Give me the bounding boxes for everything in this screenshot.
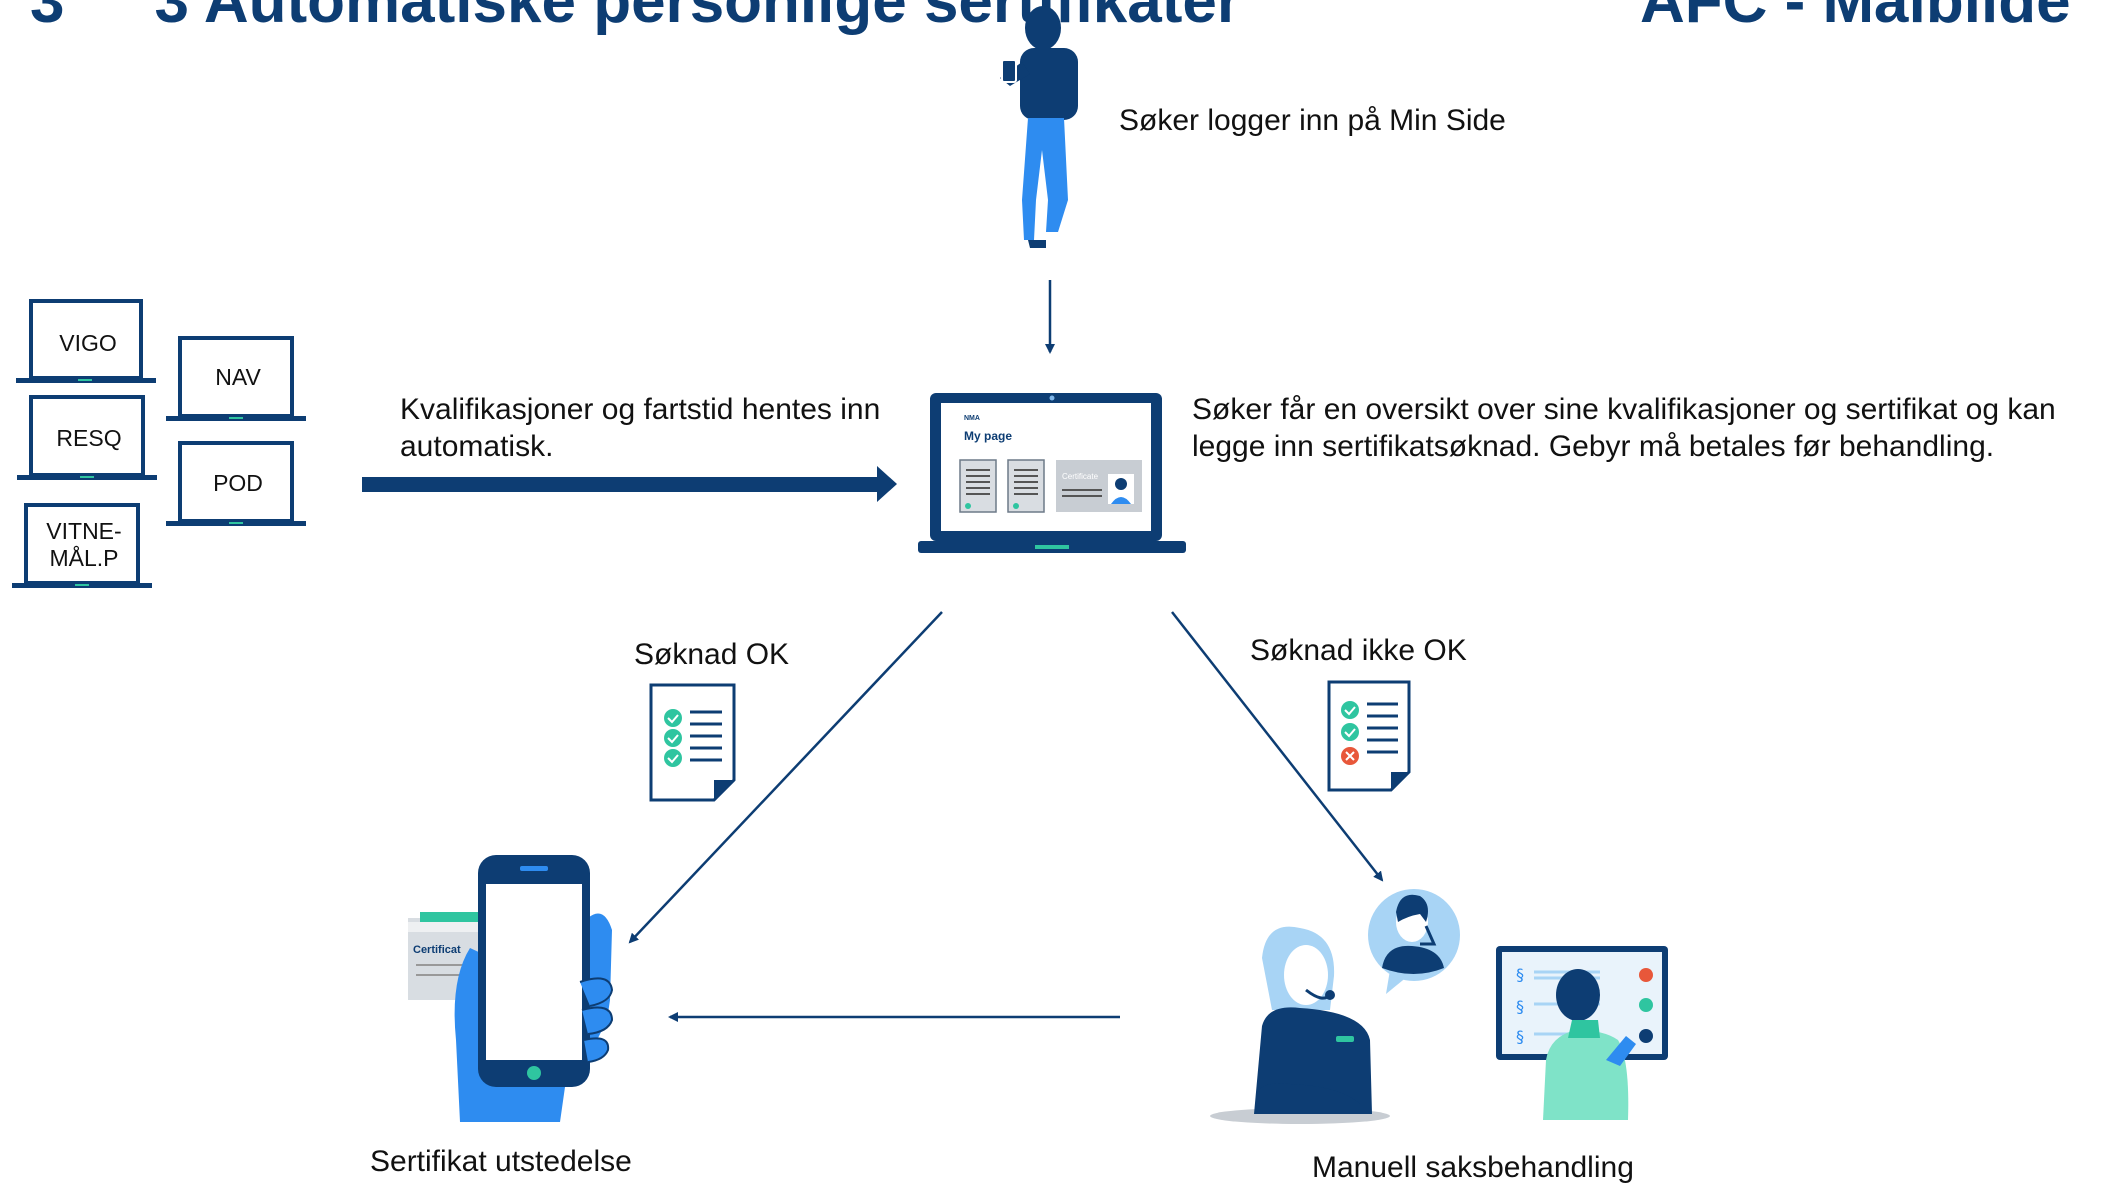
arrow-to-issue xyxy=(628,611,943,944)
arrow-fetch-shaft xyxy=(362,477,877,492)
label-issue: Sertifikat utstedelse xyxy=(370,1145,632,1178)
person-icon xyxy=(1000,6,1078,248)
source-label-pod: POD xyxy=(213,470,263,496)
laptop-my-page-icon xyxy=(918,393,1186,553)
laptop-icon-vitnemal xyxy=(12,503,152,588)
phone-card-label: Certificat xyxy=(413,944,461,956)
svg-text:§: § xyxy=(1516,965,1524,984)
arrow-to-manual xyxy=(1171,611,1384,882)
source-label-vigo: VIGO xyxy=(59,330,117,356)
svg-text:§: § xyxy=(1516,997,1524,1016)
label-not-ok: Søknad ikke OK xyxy=(1250,634,1467,667)
screen-card-label: Certificate xyxy=(1062,472,1099,481)
screen-page-title: My page xyxy=(964,429,1012,443)
source-label-nav: NAV xyxy=(215,364,261,390)
checklist-not-ok-icon xyxy=(1327,680,1411,792)
svg-text:§: § xyxy=(1516,1027,1524,1046)
laptop-icon-resq xyxy=(17,395,157,480)
label-overview: Søker får en oversikt over sine kvalifik… xyxy=(1192,393,2056,463)
laptop-icon-vigo xyxy=(16,299,156,383)
source-label-resq: RESQ xyxy=(56,425,122,451)
screen-brand: NMA xyxy=(964,415,980,422)
laptop-icon-pod xyxy=(166,441,306,526)
source-label-vitnemal: VITNE- MÅL.P xyxy=(46,518,122,571)
label-fetch: Kvalifikasjoner og fartstid hentes inn a… xyxy=(400,393,881,463)
arrow-fetch-head xyxy=(877,466,897,502)
case-worker-icon xyxy=(1210,889,1460,1124)
checklist-ok-icon xyxy=(649,683,736,802)
label-login: Søker logger inn på Min Side xyxy=(1119,104,1506,137)
label-manual: Manuell saksbehandling xyxy=(1312,1151,1634,1184)
title-number: 3 xyxy=(30,0,65,36)
laptop-icon-nav xyxy=(166,336,306,421)
workstation-icon: § § § xyxy=(1496,946,1668,1120)
phone-certificate-icon xyxy=(408,855,614,1122)
slide-title-right: AFC - Målbilde xyxy=(1640,0,2071,36)
label-ok: Søknad OK xyxy=(634,638,790,671)
